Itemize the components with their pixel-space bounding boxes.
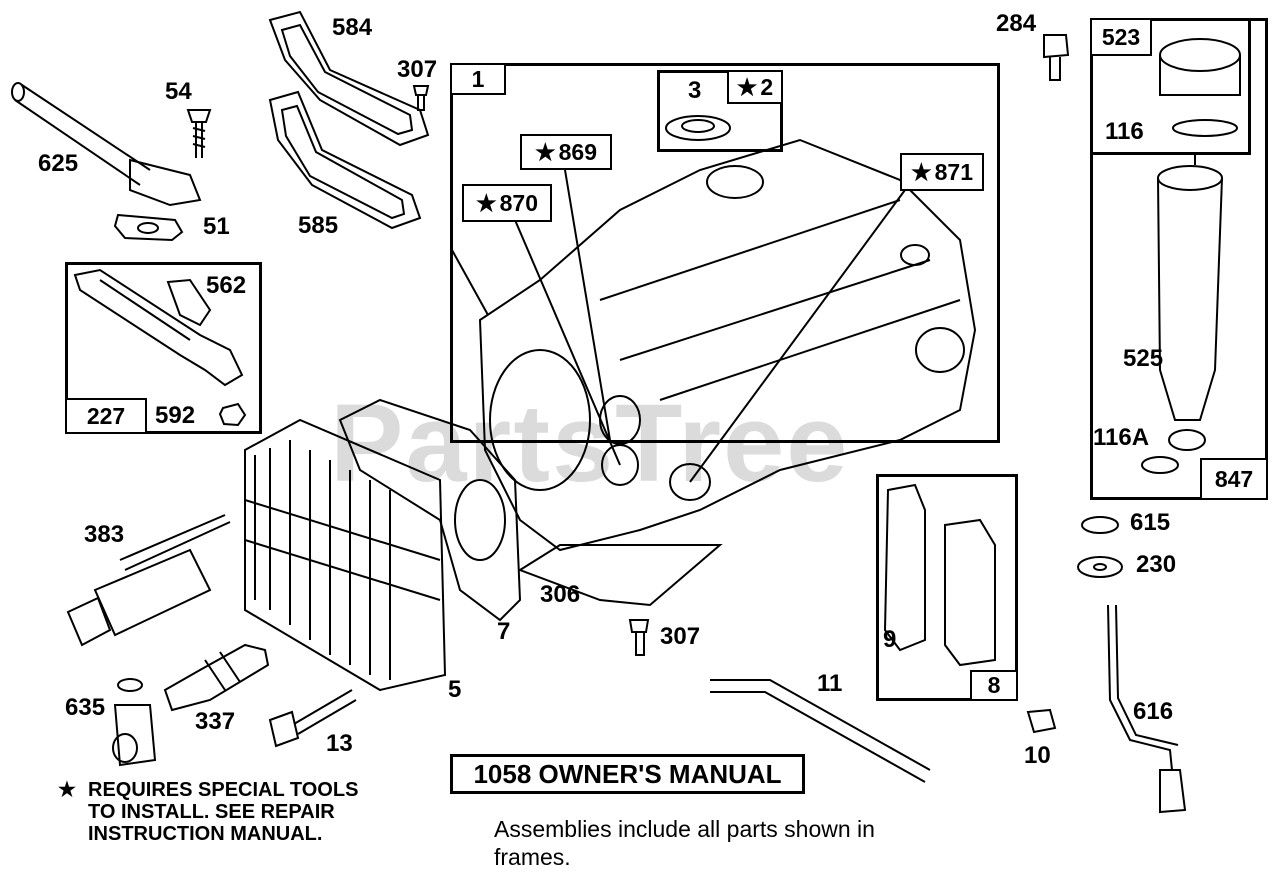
label-625: 625 [38, 150, 79, 177]
leader-869 [564, 169, 611, 441]
label-525: 525 [1123, 345, 1164, 372]
gasket-585-drawing [268, 90, 422, 230]
assemblies-line-1: Assemblies include all parts shown in [494, 816, 875, 842]
callout-227-text: 227 [86, 402, 126, 429]
breather-8-drawing [883, 483, 996, 667]
label-337: 337 [195, 708, 236, 735]
label-307-bottom: 307 [660, 623, 701, 650]
label-635: 635 [65, 694, 106, 721]
label-51: 51 [203, 213, 230, 240]
note-line-3: INSTRUCTION MANUAL. [88, 823, 323, 845]
label-562: 562 [206, 272, 247, 299]
label-230: 230 [1136, 551, 1177, 578]
label-5: 5 [448, 676, 462, 703]
crankcase-drawing [478, 138, 977, 552]
dipstick-616-drawing [1107, 604, 1187, 814]
screw-307b-drawing [628, 619, 650, 656]
cylinder-head-drawing [244, 418, 447, 692]
label-13: 13 [326, 730, 353, 757]
owners-manual-box: 1058 OWNER'S MANUAL [450, 754, 805, 794]
callout-box-1: 1 [450, 63, 506, 95]
leader-871 [689, 189, 906, 483]
callout-box-227: 227 [65, 398, 147, 434]
callout-box-870: ★870 [462, 184, 552, 222]
nut-615-drawing [1081, 516, 1119, 534]
plug-284-drawing [1043, 34, 1070, 81]
label-116: 116 [1105, 118, 1144, 145]
label-10: 10 [1024, 742, 1051, 769]
dipstick-tube-525-drawing [1157, 165, 1223, 451]
gasket-584-drawing [268, 10, 430, 147]
cap-523-drawing [1159, 38, 1241, 137]
tube-625-drawing [11, 82, 202, 207]
seal-3-drawing [665, 115, 731, 141]
label-307-top: 307 [397, 56, 438, 83]
callout-box-871: ★871 [900, 153, 984, 191]
callout-box-847: 847 [1200, 458, 1268, 500]
label-284: 284 [996, 10, 1037, 37]
screw-54-drawing [186, 109, 212, 158]
spark-plug-337-drawing [163, 643, 270, 712]
rod-11-drawing [710, 679, 931, 783]
assemblies-note: Assemblies include all parts shown in fr… [494, 815, 875, 871]
callout-box-869: ★869 [520, 134, 612, 170]
callout-1-text: 1 [471, 65, 485, 92]
gasket-306-drawing [517, 544, 723, 607]
tool-383-drawing [66, 514, 231, 647]
label-592: 592 [155, 402, 196, 429]
lever-227-drawing [73, 268, 247, 427]
star-icon: ★ [58, 779, 76, 801]
callout-box-8: 8 [970, 670, 1018, 701]
assembly-frame-227 [65, 262, 262, 434]
label-383: 383 [84, 521, 125, 548]
washer-230-drawing [1077, 556, 1123, 578]
callout-523-text: 523 [1101, 23, 1141, 50]
gasket-51-drawing [113, 213, 184, 242]
assembly-frame-8 [876, 474, 1018, 701]
callout-871-text: 871 [934, 158, 973, 185]
special-tools-note: ★ REQUIRES SPECIAL TOOLS TO INSTALL. SEE … [58, 779, 358, 845]
leader-1 [451, 249, 489, 316]
label-306: 306 [540, 581, 581, 608]
callout-2-text: 2 [760, 73, 774, 100]
label-615: 615 [1130, 509, 1171, 536]
callout-box-523: 523 [1090, 18, 1152, 56]
star-icon: ★ [476, 189, 497, 216]
label-9: 9 [883, 626, 897, 653]
star-icon: ★ [736, 73, 758, 100]
callout-870-text: 870 [499, 189, 538, 216]
callout-847-text: 847 [1214, 465, 1254, 492]
star-icon: ★ [535, 138, 556, 165]
label-54: 54 [165, 78, 192, 105]
note-line-2: TO INSTALL. SEE REPAIR [88, 801, 335, 823]
bolt-10-drawing [1026, 708, 1057, 734]
assemblies-line-2: frames. [494, 844, 571, 870]
label-616: 616 [1133, 698, 1174, 725]
callout-869-text: 869 [558, 138, 597, 165]
label-11: 11 [817, 670, 843, 697]
assembly-frame-1 [450, 63, 1000, 443]
screw-307a-drawing [412, 85, 430, 111]
assembly-frame-2 [657, 70, 783, 152]
bolt-13-drawing [268, 689, 357, 748]
callout-8-text: 8 [987, 672, 1001, 698]
label-7: 7 [497, 618, 511, 645]
head-gasket-7-drawing [338, 398, 522, 622]
label-584: 584 [332, 14, 373, 41]
callout-box-2: ★2 [727, 70, 783, 104]
note-line-1-text: REQUIRES SPECIAL TOOLS [88, 779, 359, 801]
oring-116a-drawing [1141, 456, 1179, 474]
nut-635-drawing [112, 678, 157, 767]
label-116a: 116A [1093, 424, 1150, 451]
note-line-1: ★ REQUIRES SPECIAL TOOLS [58, 779, 358, 801]
assembly-frame-523 [1090, 18, 1251, 155]
star-icon: ★ [911, 158, 932, 185]
label-585: 585 [298, 212, 339, 239]
label-3: 3 [688, 77, 702, 104]
leader-870 [514, 219, 621, 466]
